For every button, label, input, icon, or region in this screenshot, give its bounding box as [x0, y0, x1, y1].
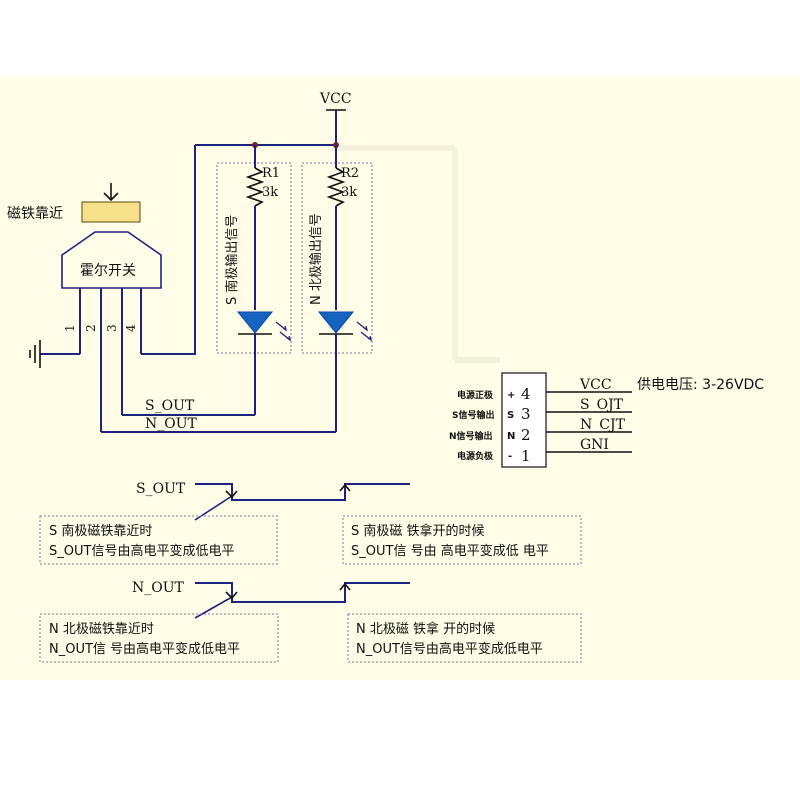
- connector-row-label: 电源负极: [457, 450, 494, 462]
- down-arrow-icon: [225, 591, 238, 600]
- s-near-note-line1: S 南极磁铁靠近时: [49, 523, 152, 539]
- s-channel-label: S 南极输出信号: [224, 215, 240, 305]
- vcc-label: VCC: [319, 91, 352, 107]
- r1-value: 3k: [262, 185, 278, 200]
- connector-symbol: -: [508, 451, 512, 462]
- faint-trace: [332, 145, 500, 363]
- light-ray-icon: [279, 331, 292, 342]
- n-near-note-line2: N_OUT信 号由高电平变成低电平: [49, 641, 240, 657]
- n-away-note-line2: N_OUT信号由高电平变成低电平: [356, 641, 543, 657]
- n-away-note-line1: N 北极磁 铁拿 开的时候: [356, 621, 495, 637]
- pin-number: 4: [124, 324, 138, 332]
- connector-pin-number: 3: [521, 405, 531, 423]
- down-arrow-icon: [225, 490, 238, 499]
- n-channel-box: [301, 162, 373, 354]
- r2-resistor: [326, 167, 346, 207]
- connector-pin-number: 1: [521, 447, 531, 465]
- n-led-icon: [317, 311, 355, 334]
- up-arrow-icon: [339, 483, 351, 492]
- s-away-note-line1: S 南极磁 铁拿开的时候: [351, 523, 485, 539]
- connector-row-label: N信号输出: [449, 430, 493, 442]
- connector-signal: GNI: [580, 437, 609, 453]
- hall-switch-body: [61, 231, 162, 289]
- connector-body: [501, 372, 547, 468]
- up-arrow-icon: [339, 582, 351, 591]
- n-timing-signal-label: N_OUT: [132, 580, 185, 596]
- pin-number: 2: [84, 324, 98, 332]
- connector-symbol: S: [507, 410, 514, 421]
- pin-number: 3: [105, 324, 119, 332]
- pin4-to-vcc: [141, 145, 196, 355]
- hall-switch-label: 霍尔开关: [80, 263, 136, 279]
- s-timing-signal-label: S_OUT: [136, 481, 186, 497]
- light-ray-icon: [356, 321, 369, 332]
- magnet-arrow-head: [103, 192, 119, 202]
- diagram-background-panel: [0, 76, 800, 680]
- connector-signal: S_OJT: [580, 397, 624, 413]
- light-ray-icon: [275, 321, 288, 332]
- s-near-note-box: [39, 515, 278, 565]
- n-near-note-line1: N 北极磁铁靠近时: [49, 622, 154, 637]
- n-timing-waveform: [195, 582, 410, 603]
- pin-number: 1: [63, 324, 77, 332]
- n-near-pointer: [194, 596, 233, 619]
- connector-signal: N_CJT: [580, 417, 626, 433]
- connector-pin-number: 2: [521, 426, 531, 444]
- connector-signal: VCC: [579, 377, 612, 393]
- r1-name: R1: [262, 166, 280, 181]
- s-away-note-line2: S_OUT信 号由 高电平变成低 电平: [351, 543, 549, 559]
- r1-resistor: [245, 167, 265, 207]
- s-led-icon: [236, 311, 274, 334]
- s-near-note-line2: S_OUT信号由高电平变成低电平: [49, 543, 234, 559]
- n-channel-label: N 北极输出信号: [308, 213, 324, 305]
- connector-pin-number: 4: [521, 385, 531, 403]
- s-timing-waveform: [195, 483, 410, 501]
- r2-name: R2: [341, 166, 359, 181]
- connector-row-label: 电源正极: [457, 389, 494, 401]
- s-out-label: S_OUT: [145, 398, 195, 414]
- connector-symbol: +: [507, 390, 515, 401]
- n-out-label: N_OUT: [145, 416, 198, 432]
- supply-voltage-note: 供电电压: 3-26VDC: [637, 377, 764, 393]
- n-near-note-box: [39, 613, 279, 663]
- magnet-block: [81, 201, 141, 223]
- s-away-note-box: [342, 515, 582, 565]
- n-away-note-box: [347, 613, 582, 663]
- connector-symbol: N: [507, 431, 515, 442]
- magnet-label: 磁铁靠近: [7, 206, 63, 222]
- r2-value: 3k: [341, 185, 357, 200]
- connector-row-label: S信号输出: [452, 409, 494, 421]
- light-ray-icon: [360, 331, 373, 342]
